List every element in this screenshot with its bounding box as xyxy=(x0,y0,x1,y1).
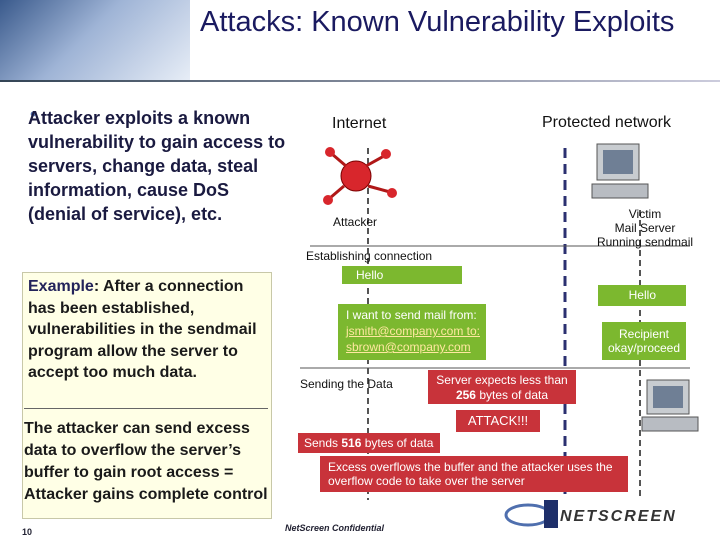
sends-bytes: 516 xyxy=(341,436,362,450)
bullet-text: Attacker exploits a known vulnerability … xyxy=(28,108,286,224)
victim-computer-icon xyxy=(591,143,649,199)
sends-label: Sends xyxy=(304,436,342,450)
attacker-label: Attacker xyxy=(333,215,378,229)
send-mail-box: I want to send mail from: jsmith@company… xyxy=(338,304,486,360)
server-expects-bytes: 256 xyxy=(455,388,476,402)
hello-attacker-box: Hello xyxy=(342,266,462,284)
attacker-text: The attacker can send excess data to ove… xyxy=(24,420,268,503)
attack-box: ATTACK!!! xyxy=(456,410,540,432)
attack-label: ATTACK!!! xyxy=(467,413,529,428)
footer-text: NetScreen Confidential xyxy=(285,523,385,533)
attacker-hand-icon xyxy=(325,147,335,157)
victim-label-3: Running sendmail xyxy=(596,235,694,249)
example-label: Example xyxy=(28,278,94,295)
attacker-hand-icon xyxy=(323,195,333,205)
slide-number: 10 xyxy=(22,527,33,537)
recipient-line-2: okay/proceed xyxy=(607,341,681,355)
send-mail-to-link[interactable]: sbrown@company.com xyxy=(346,340,471,354)
hello-victim-label: Hello xyxy=(628,288,656,302)
server-computer-icon xyxy=(641,379,699,432)
send-mail-from-link[interactable]: jsmith@company.com to: xyxy=(346,324,480,338)
title-gradient-bar xyxy=(0,0,190,82)
establishing-connection-label: Establishing connection xyxy=(306,249,433,263)
hello-victim-box: Hello xyxy=(598,285,686,306)
attacker-hand-icon xyxy=(381,149,391,159)
attacker-hand-icon xyxy=(387,188,397,198)
logo-n-icon xyxy=(544,500,558,528)
recipient-box: Recipient okay/proceed xyxy=(602,322,686,360)
excess-line-1: Excess overflows the buffer and the atta… xyxy=(328,460,613,474)
example-body: : After a connection has been establishe… xyxy=(28,278,257,381)
server-expects-line-1: Server expects less than xyxy=(436,373,568,387)
example-box xyxy=(22,272,272,519)
sending-data-label: Sending the Data xyxy=(300,377,393,391)
victim-label: Victim Mail Server Running sendmail xyxy=(580,207,710,249)
example-separator xyxy=(24,408,268,409)
hello-attacker-label: Hello xyxy=(356,268,384,282)
logo-text: NETSCREEN xyxy=(560,508,677,525)
victim-label-1: Victim xyxy=(628,207,662,221)
bullet-dot: • xyxy=(30,104,37,124)
send-mail-line-1: I want to send mail from: xyxy=(346,308,477,322)
attacker-icon xyxy=(340,160,372,192)
excess-overflow-box: Excess overflows the buffer and the atta… xyxy=(320,456,628,492)
protected-network-label: Protected network xyxy=(542,114,671,131)
recipient-line-1: Recipient xyxy=(618,327,670,341)
victim-label-2: Mail Server xyxy=(614,221,676,235)
sends-box: Sends 516 bytes of data xyxy=(298,433,440,453)
internet-label: Internet xyxy=(332,115,387,132)
server-expects-box: Server expects less than 256 bytes of da… xyxy=(428,370,576,404)
server-expects-line-3: bytes of data xyxy=(475,388,549,402)
attacker-arms xyxy=(329,152,391,200)
sends-suffix: bytes of data xyxy=(361,436,434,450)
slide-title: Attacks: Known Vulnerability Exploits xyxy=(200,6,675,38)
logo-icon xyxy=(504,503,552,527)
excess-line-2: overflow code to take over the server xyxy=(328,474,525,488)
title-underline xyxy=(0,80,720,82)
example-text: Example: After a connection has been est… xyxy=(28,276,268,384)
